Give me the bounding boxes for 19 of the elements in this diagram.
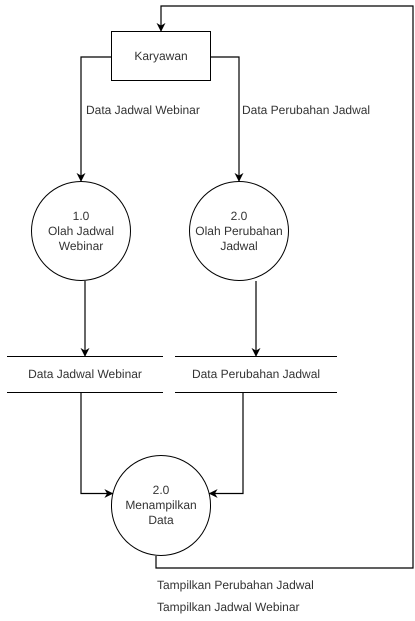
arrow — [76, 56, 111, 182]
arrow — [252, 281, 260, 357]
node-label: Data Perubahan Jadwal — [190, 367, 322, 382]
flow-label: Tampilkan Jadwal Webinar — [157, 600, 300, 615]
arrow — [208, 393, 244, 498]
node-label: Menampilkan Data — [124, 498, 198, 528]
arrow — [80, 281, 90, 357]
arrow — [155, 5, 414, 569]
node-label: Olah Perubahan Jadwal — [194, 224, 284, 254]
node-label: Data Jadwal Webinar — [27, 367, 143, 382]
arrow — [211, 56, 244, 182]
process-number: 2.0 — [230, 208, 248, 224]
process-number: 2.0 — [152, 483, 170, 498]
entity-box — [111, 31, 211, 81]
arrow — [80, 393, 114, 498]
process-number: 1.0 — [72, 208, 90, 224]
node-label: Olah Jadwal Webinar — [46, 224, 116, 254]
node-label: Karyawan — [133, 48, 189, 64]
edge-label: Tampilkan Perubahan Jadwal — [157, 578, 314, 593]
